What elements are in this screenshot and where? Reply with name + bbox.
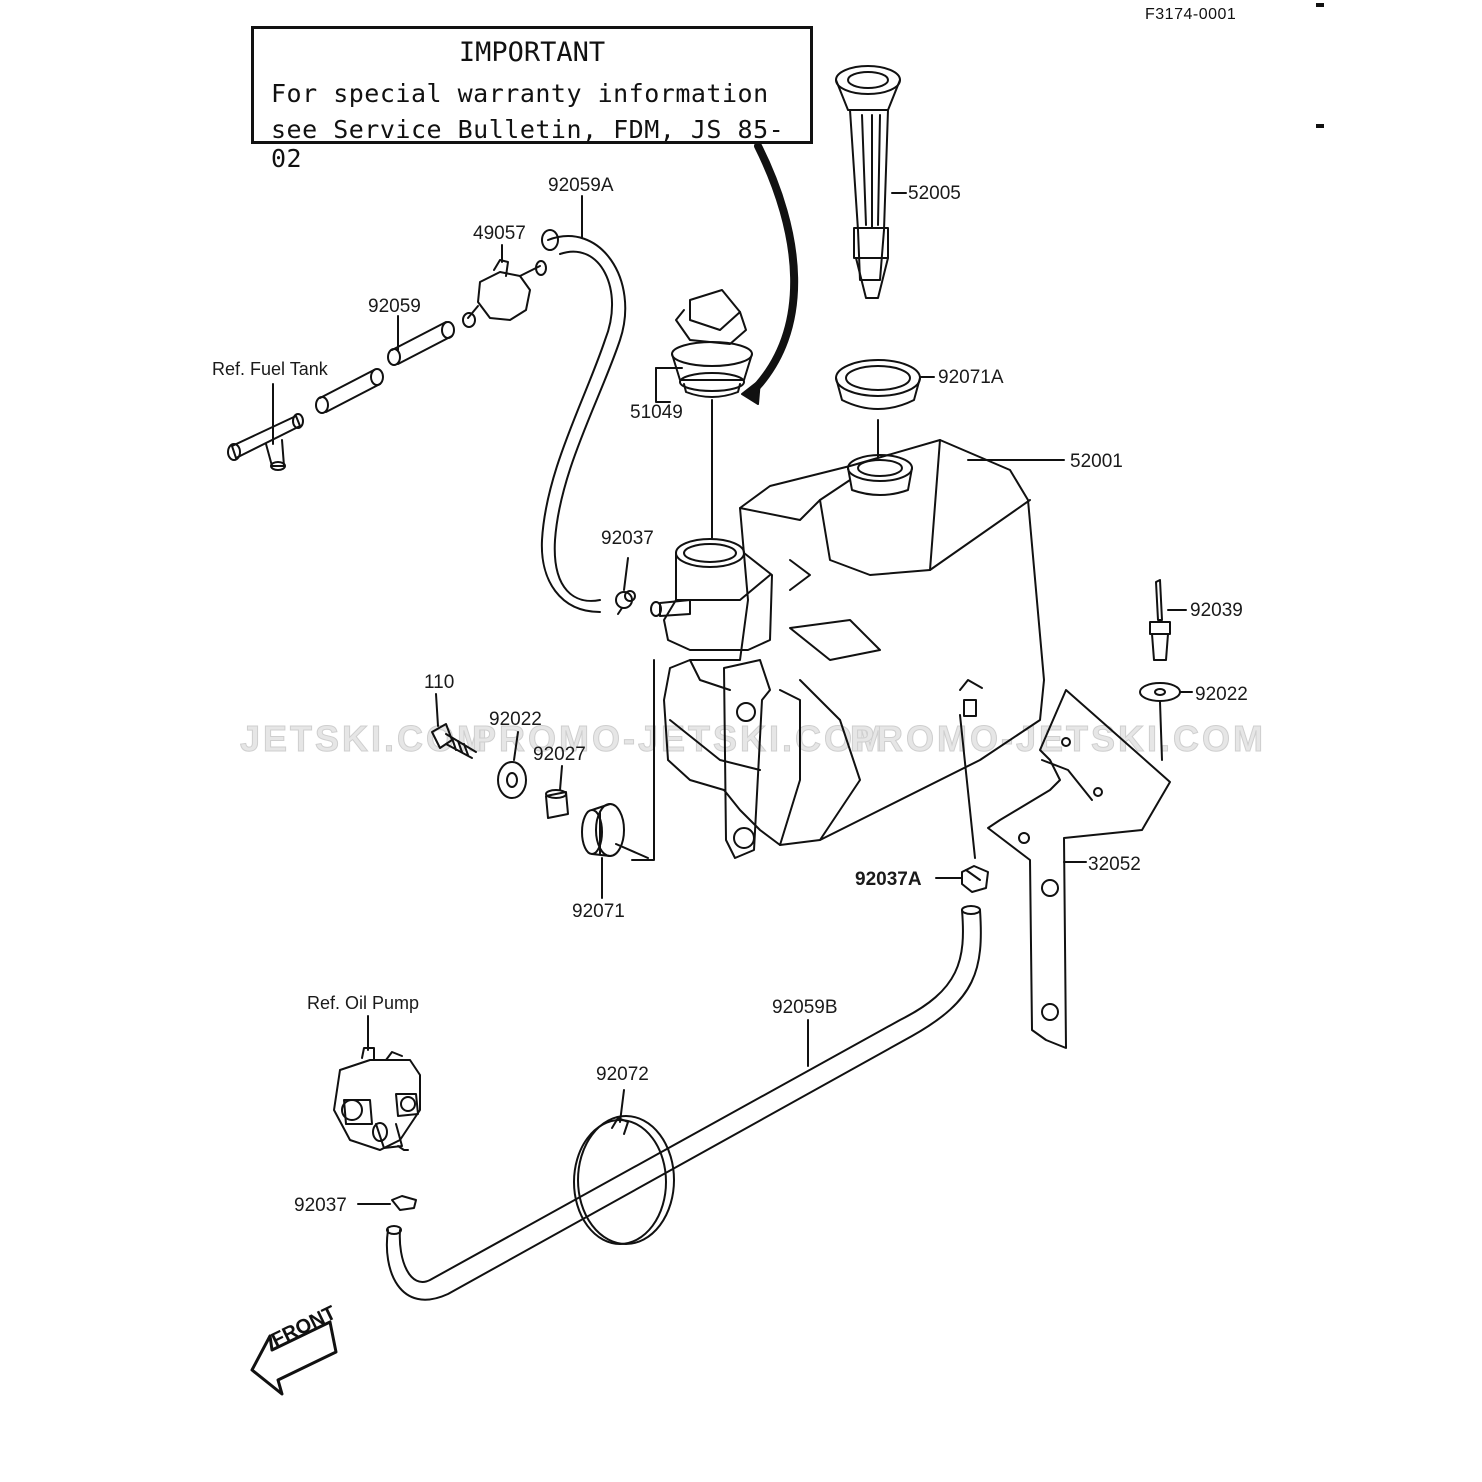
warranty-notice-box: IMPORTANT For special warranty informati…: [251, 26, 813, 173]
front-arrow: [250, 1320, 338, 1396]
label-49057: 49057: [473, 223, 526, 244]
label-92071: 92071: [572, 901, 625, 922]
watermark-promo-jetski-2: PROMO-JETSKI.COM: [849, 718, 1267, 760]
label-92037A: 92037A: [855, 869, 922, 890]
corner-mark-mid: [1316, 124, 1324, 128]
label-92059A: 92059A: [548, 175, 614, 196]
notice-title: IMPORTANT: [458, 37, 606, 68]
part-92022-washer-right: [1139, 682, 1193, 761]
part-92071A-grommet: [835, 359, 935, 459]
part-110-bolt: [431, 693, 477, 759]
label-92022-right: 92022: [1195, 684, 1248, 705]
part-92072-band: [573, 1089, 675, 1245]
label-32052: 32052: [1088, 854, 1141, 875]
part-92071-grommet: [581, 803, 649, 899]
part-52005-dipstick: [835, 65, 907, 299]
part-92037-clamp-bottom: [357, 1195, 417, 1211]
label-92022-left: 92022: [489, 709, 542, 730]
part-92059-hoses: [315, 315, 455, 414]
oil-pump: [333, 1015, 421, 1151]
watermark-promo-jetski-1: PROMO-JETSKI.COM: [471, 718, 889, 760]
label-92039: 92039: [1190, 600, 1243, 621]
part-49057-valve: [462, 244, 547, 328]
part-92059B-hose: [386, 905, 982, 1301]
part-92037A-clamp: [935, 865, 989, 893]
part-92059A-hose: [540, 195, 627, 613]
part-92037-clamp-top: [615, 557, 636, 615]
part-51049-cap: [655, 289, 753, 403]
part-92027-collar: [545, 765, 569, 819]
corner-mark-top: [1316, 3, 1324, 7]
notice-arrow: [741, 142, 799, 405]
figure-id: F3174-0001: [1145, 6, 1237, 23]
part-32052-bracket: [987, 689, 1171, 1049]
label-52005: 52005: [908, 183, 961, 204]
fuel-tank-fitting: [227, 383, 304, 471]
label-ref-oil-pump: Ref. Oil Pump: [307, 993, 420, 1013]
label-92059B: 92059B: [772, 997, 838, 1018]
label-92037-top: 92037: [601, 528, 654, 549]
notice-line-1: For special warranty information: [271, 79, 769, 108]
label-92071A: 92071A: [938, 367, 1004, 388]
part-92022-washer-left: [497, 731, 527, 799]
label-52001: 52001: [1070, 451, 1123, 472]
part-52001-oil-tank: [631, 399, 1065, 861]
label-92072: 92072: [596, 1064, 649, 1085]
part-92039-rivet: [1149, 579, 1187, 661]
label-92059: 92059: [368, 296, 421, 317]
label-92027: 92027: [533, 744, 586, 765]
label-51049: 51049: [630, 402, 683, 423]
notice-line-2: see Service Bulletin, FDM, JS 85-02: [271, 115, 785, 173]
label-92037-bottom: 92037: [294, 1195, 347, 1216]
label-ref-fuel-tank: Ref. Fuel Tank: [212, 359, 328, 379]
label-110: 110: [424, 672, 455, 693]
